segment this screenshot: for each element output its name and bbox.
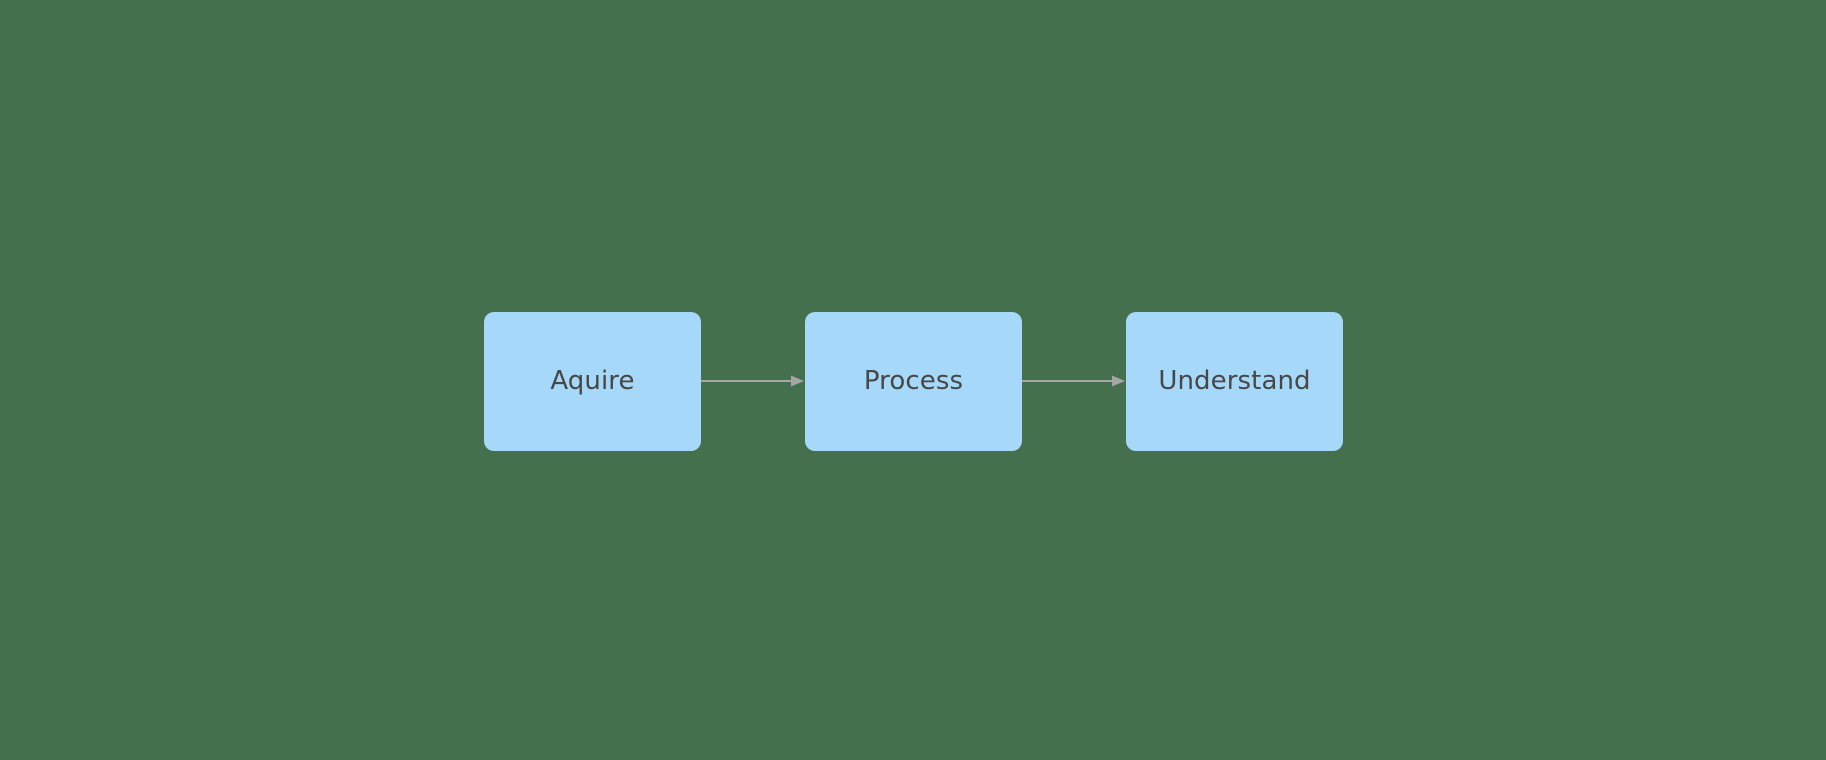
edge-acquire-to-process[interactable]: [701, 374, 805, 388]
node-acquire-label: Aquire: [550, 366, 635, 396]
node-process-label: Process: [863, 366, 964, 396]
flowchart: Aquire Process Understand: [484, 311, 1344, 451]
edge-process-to-understand[interactable]: [1022, 374, 1126, 388]
arrow-right-icon: [701, 375, 804, 387]
node-process[interactable]: Process: [805, 311, 1022, 451]
node-understand-label: Understand: [1158, 366, 1311, 396]
node-acquire[interactable]: Aquire: [484, 311, 701, 451]
node-understand[interactable]: Understand: [1126, 311, 1343, 451]
arrow-right-icon: [1022, 375, 1125, 387]
